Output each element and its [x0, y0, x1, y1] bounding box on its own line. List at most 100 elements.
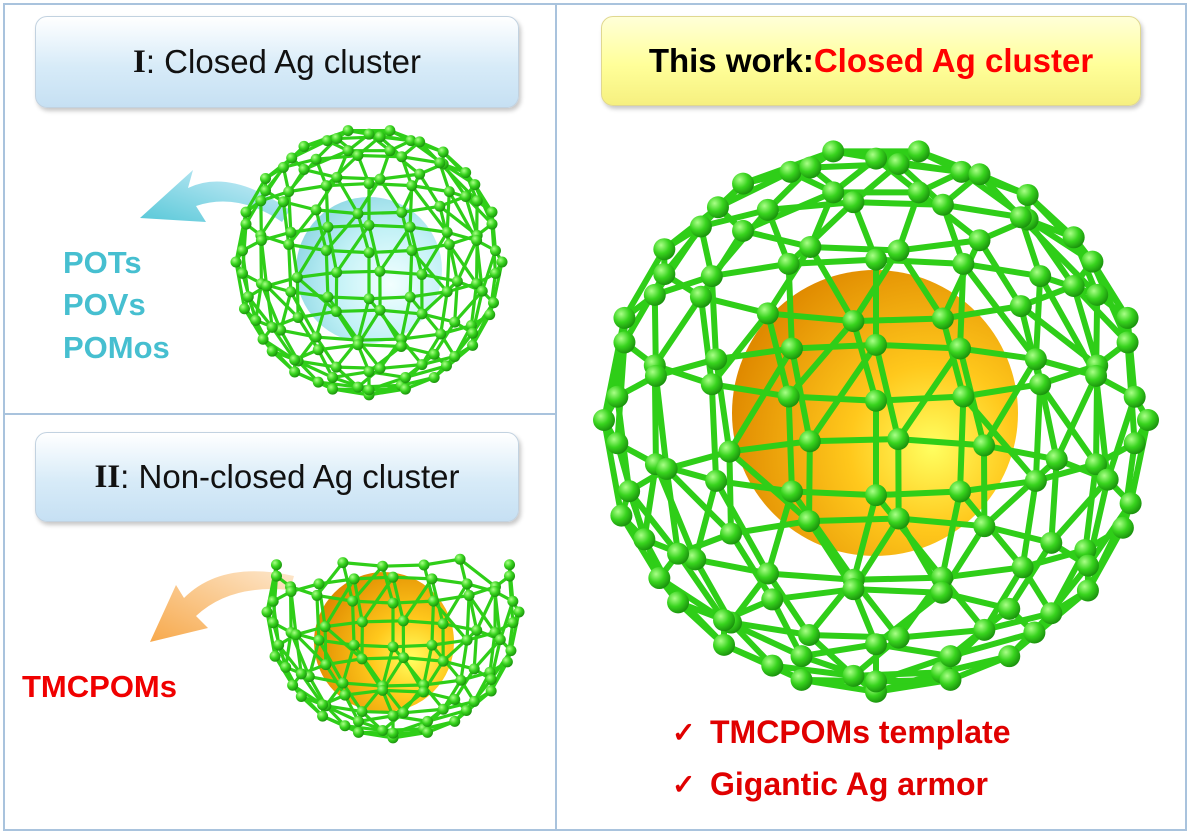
ag-atom — [330, 305, 342, 317]
ag-bond — [330, 370, 371, 380]
ag-bond — [1084, 524, 1126, 594]
ag-bond — [400, 204, 442, 214]
ag-atom — [270, 559, 282, 571]
ag-atom — [756, 198, 779, 221]
ag-atom — [250, 314, 262, 326]
ag-atom — [449, 350, 461, 362]
ag-atom — [266, 321, 278, 333]
ag-bond — [265, 284, 274, 329]
ag-bond — [295, 275, 300, 320]
ag-bond — [408, 225, 449, 234]
ag-atom — [311, 589, 323, 601]
ag-bond — [708, 260, 792, 280]
ag-bond — [323, 625, 364, 661]
ag-atom — [374, 131, 386, 143]
ag-bond — [480, 249, 498, 293]
ag-atom — [275, 324, 287, 336]
panel-3-title-prefix: This work: — [648, 42, 814, 79]
ag-bond — [1017, 214, 1101, 298]
ag-atom — [513, 606, 525, 618]
panel-1-title: : Closed Ag cluster — [145, 43, 421, 80]
ag-bond — [873, 341, 964, 352]
ag-bond — [798, 641, 879, 660]
ag-bond — [381, 645, 395, 688]
ag-bond — [453, 279, 459, 324]
ag-bond — [334, 308, 382, 314]
ag-atom — [689, 215, 712, 238]
ag-bond — [399, 344, 436, 356]
ag-bond — [335, 175, 382, 181]
ag-atom — [486, 218, 498, 230]
ag-atom — [593, 409, 615, 432]
ag-atom — [939, 645, 962, 668]
ag-atom — [449, 693, 461, 705]
ag-bond — [726, 438, 813, 455]
ag-bond — [378, 269, 424, 277]
ag-atom — [653, 263, 676, 286]
label-tmcpoms: TMCPOMs — [22, 669, 177, 704]
ag-bond — [315, 593, 321, 642]
bullet-text: TMCPOMs template — [710, 714, 1011, 750]
ag-bond — [391, 719, 430, 735]
ag-bond — [400, 155, 442, 165]
ag-atom — [1086, 283, 1109, 306]
ag-bond — [391, 575, 405, 623]
ag-bond — [356, 297, 371, 342]
ag-atom — [799, 235, 822, 258]
ag-bond — [509, 610, 521, 653]
ag-atom — [865, 484, 887, 507]
ag-bond — [234, 260, 247, 311]
ag-bond — [265, 284, 300, 320]
ag-bond — [1006, 539, 1055, 612]
ag-atom — [799, 156, 822, 179]
ag-bond — [352, 643, 395, 649]
ag-bond — [981, 456, 1060, 530]
ag-atom — [291, 271, 303, 283]
ag-atom — [285, 586, 297, 598]
ag-bond — [420, 332, 443, 367]
ag-bond — [401, 707, 445, 715]
ag-bond — [652, 461, 699, 563]
ag-bond — [378, 308, 424, 316]
ag-atom — [434, 200, 446, 212]
ag-bond — [455, 238, 479, 283]
ag-atom — [259, 185, 271, 197]
ag-atom — [405, 135, 417, 147]
ag-atom — [397, 615, 409, 627]
ag-bond — [420, 230, 449, 277]
ag-atom — [822, 140, 845, 163]
ag-bond — [341, 561, 355, 603]
ag-atom — [949, 337, 972, 360]
ag-atom — [277, 196, 289, 208]
ag-atom — [930, 581, 953, 604]
ag-bond — [726, 448, 735, 537]
ag-bond — [391, 714, 430, 723]
ag-bond — [352, 577, 364, 624]
ag-bond — [467, 593, 497, 635]
ag-bond — [785, 256, 879, 267]
ag-atom — [331, 171, 343, 183]
ag-bond — [453, 289, 484, 324]
ag-bond — [367, 295, 412, 301]
ag-bond — [430, 638, 469, 647]
ag-bond — [850, 586, 945, 596]
ag-atom — [449, 316, 461, 328]
ag-bond — [367, 181, 414, 188]
ag-bond — [420, 354, 457, 367]
ag-bond — [981, 356, 1039, 449]
ag-atom — [968, 229, 991, 252]
ag-bond — [380, 688, 426, 694]
ag-bond — [708, 381, 792, 400]
ag-atom — [887, 428, 910, 451]
non-closed-ag-cage — [261, 553, 525, 744]
ag-atom — [1085, 453, 1108, 476]
ag-atom — [277, 161, 289, 173]
checkmark-icon: ✓ — [672, 717, 696, 748]
ag-bond — [356, 343, 403, 349]
ag-bond — [391, 575, 434, 581]
ag-bond — [1032, 381, 1044, 484]
ag-atom — [505, 645, 517, 657]
ag-atom — [414, 168, 426, 180]
ag-bond — [1019, 477, 1039, 571]
ag-bond — [410, 184, 449, 234]
